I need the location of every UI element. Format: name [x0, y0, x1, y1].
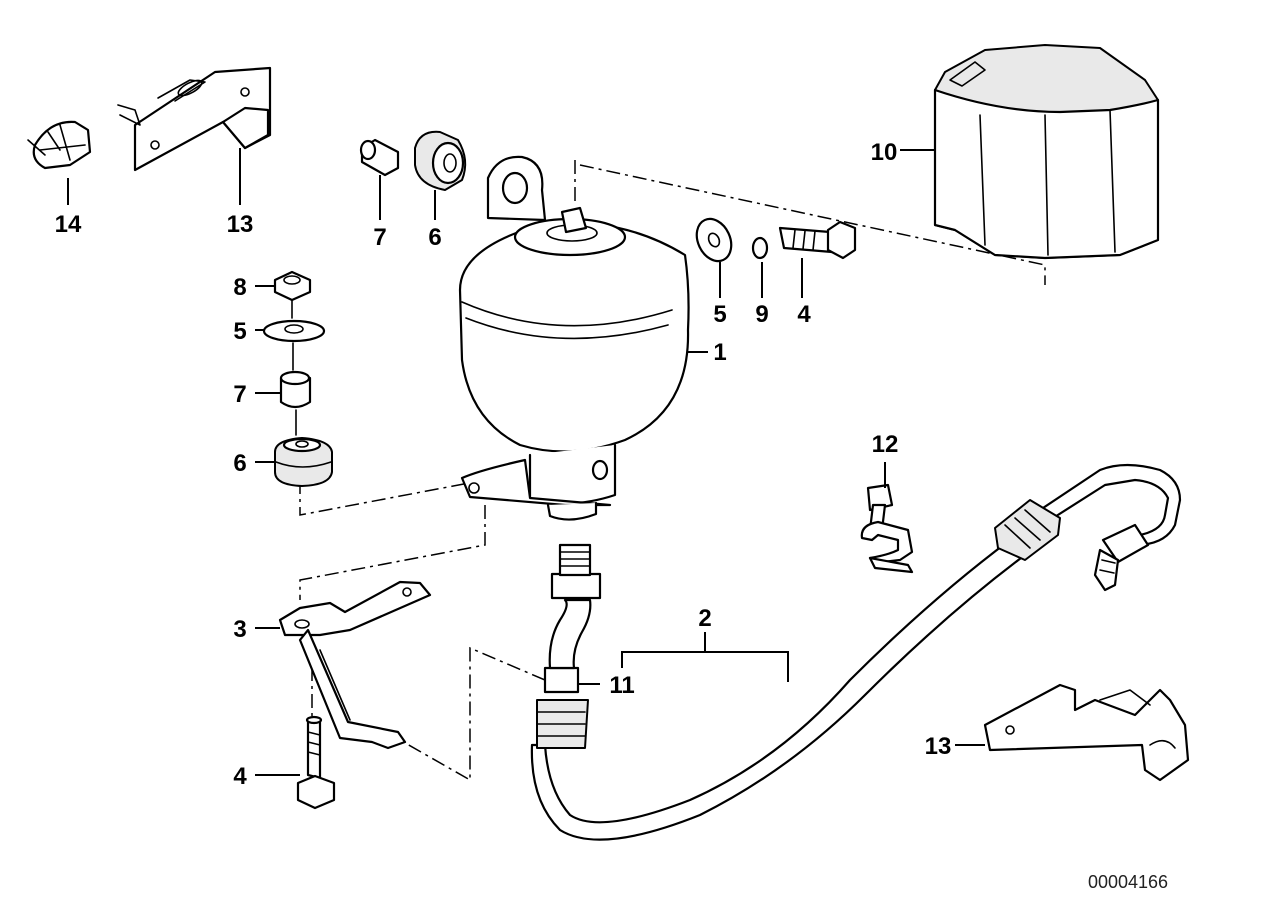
washer-5-left — [262, 319, 326, 343]
spring-washer-9 — [751, 236, 769, 260]
callout-7-left: 7 — [233, 381, 246, 408]
rubber-mount-6-left — [274, 437, 333, 487]
callout-6-left: 6 — [233, 450, 246, 477]
callout-8: 8 — [233, 274, 246, 301]
clamp-12 — [860, 483, 914, 574]
callout-4-bottom: 4 — [233, 763, 247, 790]
hose-2 — [530, 463, 1182, 841]
bracket-13-top — [117, 66, 272, 172]
diagram-number: 00004166 — [1088, 872, 1168, 892]
callout-14: 14 — [55, 211, 82, 238]
callout-12: 12 — [872, 431, 899, 458]
callout-7-top: 7 — [373, 224, 386, 251]
callout-6-top: 6 — [428, 224, 441, 251]
rubber-mount-6-top — [414, 130, 467, 191]
nut-8 — [273, 270, 312, 302]
callout-11: 11 — [609, 672, 634, 699]
bolt-4-right — [778, 220, 857, 260]
accumulator-1 — [458, 155, 690, 521]
cover-10 — [933, 44, 1160, 260]
clip-14 — [27, 120, 92, 170]
callout-10: 10 — [871, 139, 898, 166]
bushing-7-top — [359, 138, 400, 177]
washer-5-right — [695, 217, 733, 263]
callout-13-top: 13 — [227, 211, 254, 238]
callout-labels: 14 13 7 6 10 5 9 4 1 8 5 7 6 3 4 11 2 12… — [55, 139, 952, 790]
callout-3: 3 — [233, 616, 246, 643]
callout-2: 2 — [698, 605, 711, 632]
callout-13-bottom: 13 — [925, 733, 952, 760]
bushing-7-left — [279, 370, 312, 409]
bolt-4-bottom — [296, 715, 336, 810]
callout-5-right: 5 — [713, 301, 726, 328]
leader-lines — [67, 148, 985, 776]
bracket-13-bottom — [983, 683, 1190, 782]
bracket-3 — [278, 580, 432, 750]
callout-5-left: 5 — [233, 318, 246, 345]
callout-1: 1 — [713, 339, 726, 366]
callout-9: 9 — [755, 301, 768, 328]
callout-4-right: 4 — [797, 301, 811, 328]
